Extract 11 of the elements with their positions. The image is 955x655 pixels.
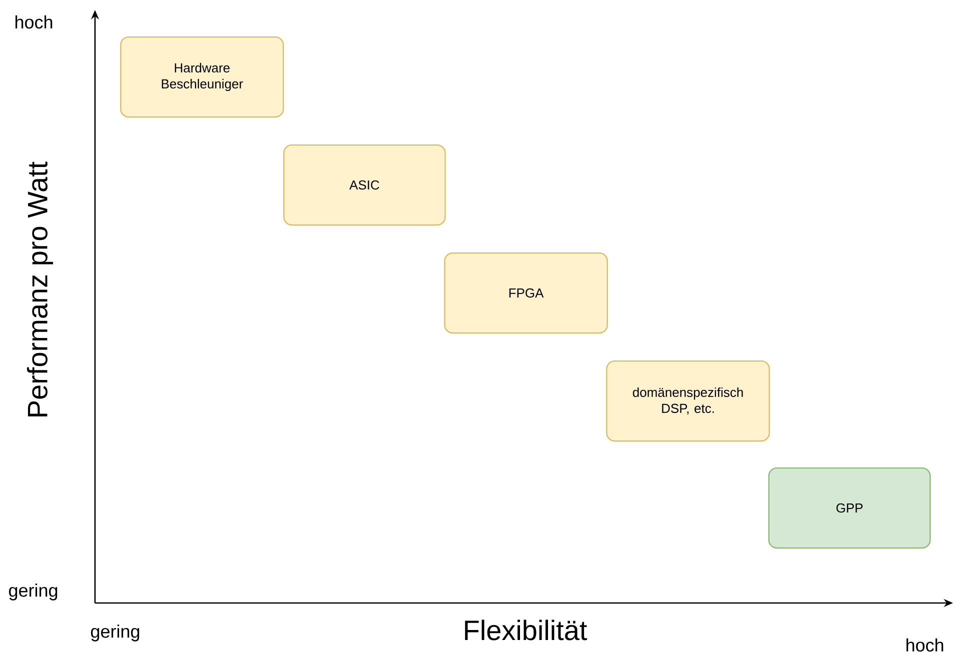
axis-title: Performanz pro Watt [26,162,54,416]
rounded-box: domänenspezifisch DSP, etc. [606,360,770,442]
rounded-box: GPP [768,467,931,549]
rounded-box: ASIC [283,144,446,226]
axis-label: hoch [906,638,944,652]
axis-label: hoch [16,15,52,29]
axis-label: gering [91,624,140,642]
rounded-box: Hardware Beschleuniger [120,36,284,118]
axis-title: Flexibilität [465,620,587,640]
rounded-box: FPGA [444,252,608,334]
axis-label: gering [9,584,58,600]
